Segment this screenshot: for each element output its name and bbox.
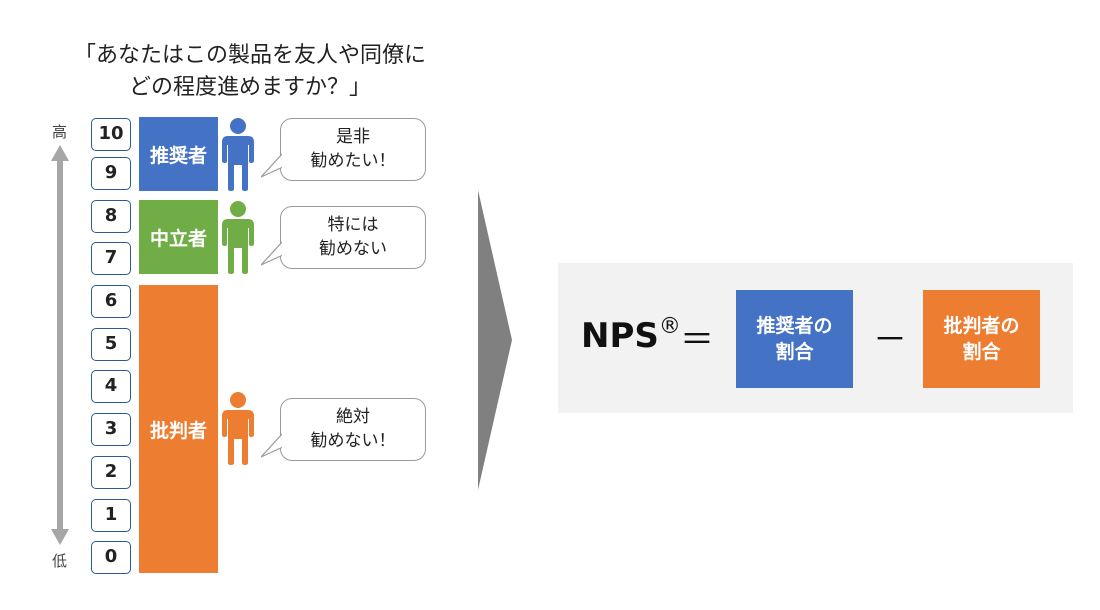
score-box-9: 9 <box>91 157 131 190</box>
promoters-label: 推奨者 <box>149 144 207 167</box>
person-icon-passive <box>222 201 254 274</box>
bubble-tail <box>261 241 285 266</box>
score-box-5: 5 <box>91 328 131 361</box>
speech-bubble-promoter: 是非 勧めたい！ <box>261 118 426 181</box>
score-box-2: 2 <box>91 456 131 489</box>
passives-bar: 中立者 <box>139 200 218 274</box>
bubble-promoter-line-1: 是非 <box>336 127 370 147</box>
detractors-bar: 批判者 <box>139 285 218 573</box>
question-text: 「あなたはこの製品を友人や同僚に どの程度進めますか？」 <box>40 40 460 104</box>
speech-bubble-passive: 特には 勧めない <box>261 206 426 269</box>
registered-mark: ® <box>658 314 681 339</box>
chevron-arrow-icon <box>478 190 512 490</box>
detractor-ratio-box: 批判者の 割合 <box>923 290 1040 388</box>
bubble-detractor-line-2: 勧めない！ <box>310 431 396 451</box>
detractors-label: 批判者 <box>149 419 207 442</box>
detractor-ratio-line-1: 批判者の <box>943 315 1020 337</box>
score-box-0: 0 <box>91 541 131 574</box>
speech-bubble-detractor: 絶対 勧めない！ <box>261 398 426 461</box>
promoter-ratio-box: 推奨者の 割合 <box>736 290 853 388</box>
score-box-8: 8 <box>91 200 131 233</box>
vertical-axis-arrow <box>51 145 69 545</box>
score-box-1: 1 <box>91 499 131 532</box>
promoter-ratio-line-2: 割合 <box>775 341 814 363</box>
person-icon-promoter <box>222 118 254 191</box>
promoter-ratio-line-1: 推奨者の <box>756 315 833 337</box>
minus-sign: － <box>873 320 907 360</box>
axis-high-label: 高 <box>52 123 68 141</box>
bubble-passive-line-2: 勧めない <box>319 239 387 259</box>
person-icon-detractor <box>222 392 254 465</box>
bubble-tail <box>261 433 285 458</box>
promoters-bar: 推奨者 <box>139 117 218 191</box>
score-box-10: 10 <box>91 118 131 151</box>
score-box-7: 7 <box>91 242 131 275</box>
score-box-3: 3 <box>91 413 131 446</box>
bubble-promoter-line-2: 勧めたい！ <box>310 151 396 171</box>
axis-low-label: 低 <box>52 552 68 570</box>
equals-sign: ＝ <box>680 320 714 360</box>
score-box-4: 4 <box>91 370 131 403</box>
question-line-2: どの程度進めますか？」 <box>128 75 371 100</box>
passives-label: 中立者 <box>149 227 207 250</box>
question-line-1: 「あなたはこの製品を友人や同僚に <box>73 43 426 68</box>
score-box-6: 6 <box>91 285 131 318</box>
nps-term: NPS® <box>581 314 681 356</box>
bubble-detractor-line-1: 絶対 <box>336 407 370 427</box>
bubble-tail <box>261 153 285 178</box>
detractor-ratio-line-2: 割合 <box>962 341 1001 363</box>
bubble-passive-line-1: 特には <box>327 215 379 235</box>
nps-text: NPS <box>581 316 659 356</box>
